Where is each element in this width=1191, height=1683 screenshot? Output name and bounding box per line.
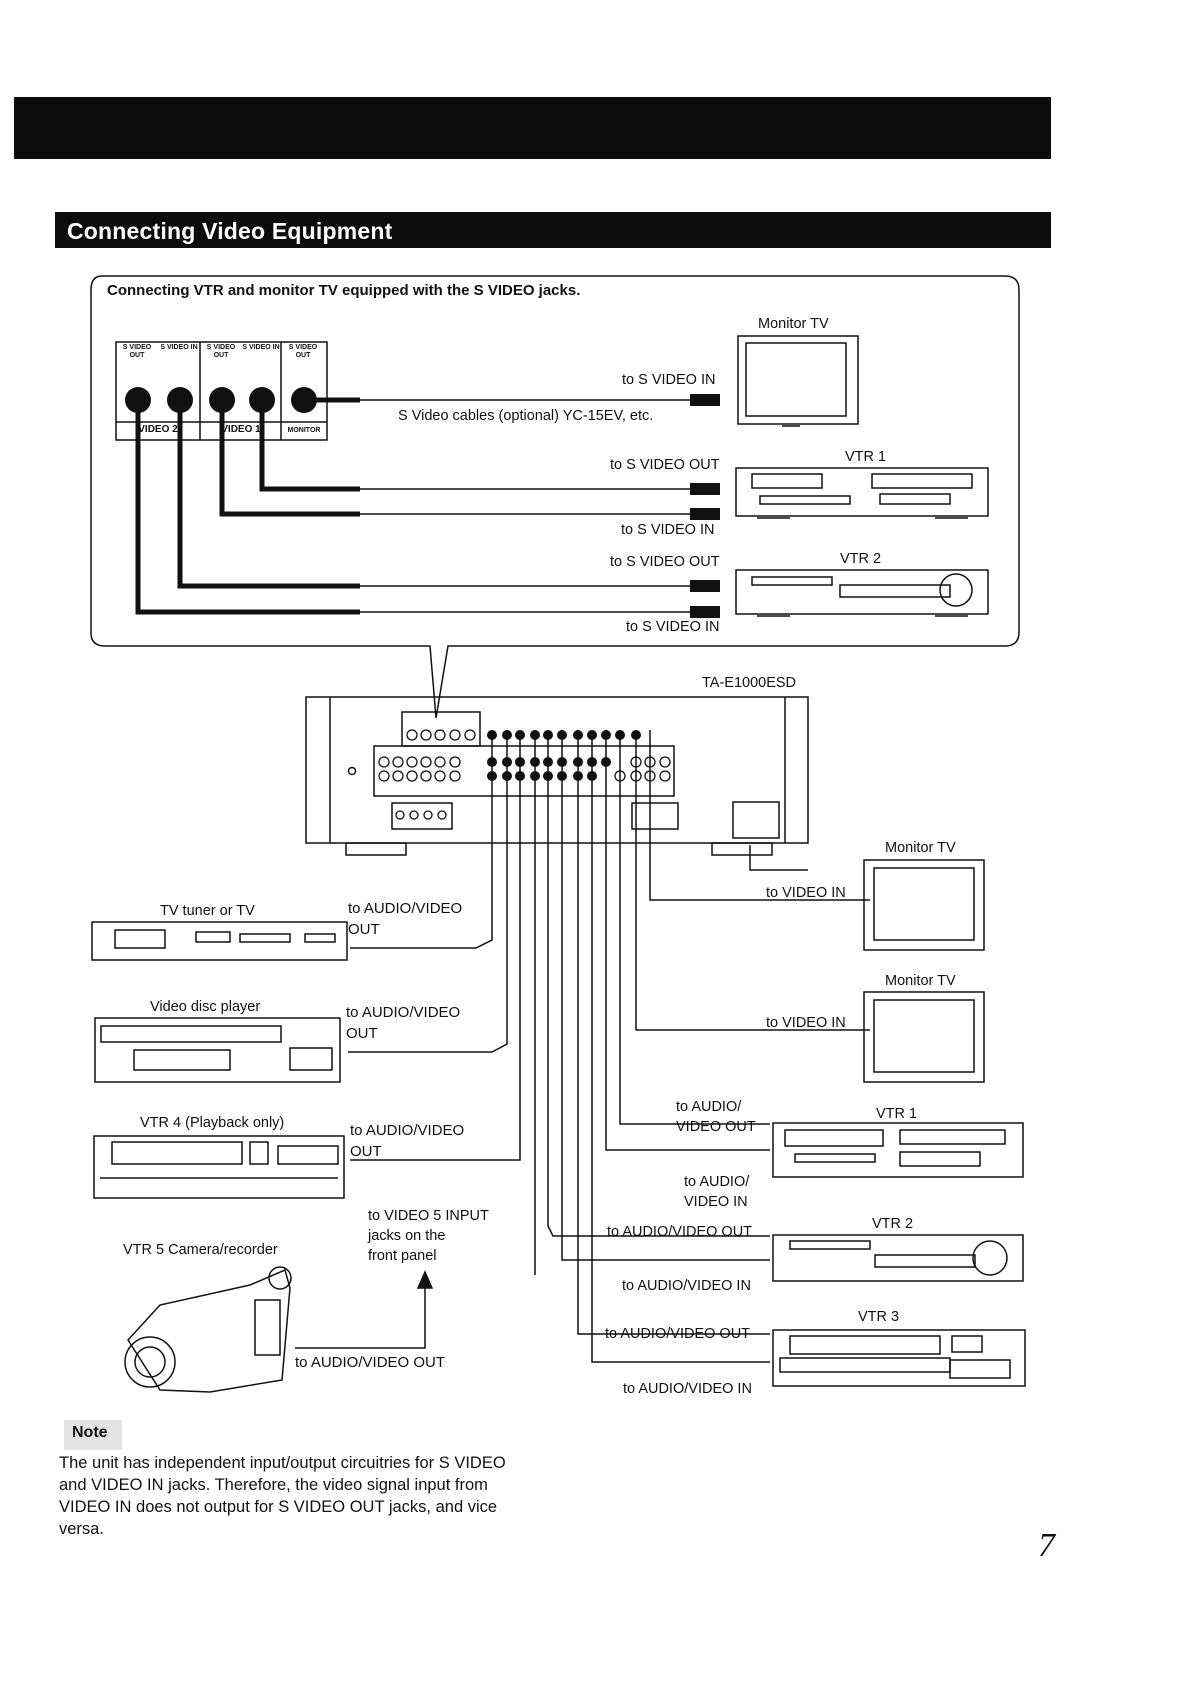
svideo-caption: Connecting VTR and monitor TV equipped w… bbox=[107, 282, 581, 299]
vtr5-label: VTR 5 Camera/recorder bbox=[123, 1242, 278, 1258]
connection-label: to AUDIO/VIDEO OUT bbox=[346, 1004, 461, 1042]
connection-label: to AUDIO/VIDEO OUT bbox=[348, 900, 463, 938]
monitor2-device bbox=[863, 991, 985, 1083]
group-label: VIDEO 2 bbox=[138, 424, 178, 435]
connection-label: to AUDIO/VIDEO OUT bbox=[350, 1122, 465, 1160]
tv-tuner-device bbox=[91, 921, 348, 961]
connection-label: to AUDIO/VIDEO OUT bbox=[295, 1354, 446, 1371]
connection-label: to AUDIO/VIDEO OUT bbox=[607, 1224, 753, 1240]
monitor1-label: Monitor TV bbox=[885, 840, 956, 856]
note-label: Note bbox=[72, 1424, 108, 1441]
vtr2-top bbox=[735, 569, 989, 615]
vtr4-label: VTR 4 (Playback only) bbox=[140, 1115, 285, 1131]
connection-label: to S VIDEO OUT bbox=[610, 457, 720, 473]
page-number: 7 bbox=[1038, 1527, 1055, 1564]
monitor-tv-top bbox=[737, 335, 859, 425]
camcorder-device bbox=[124, 1266, 292, 1393]
chapter-header-bar bbox=[14, 97, 1051, 159]
vtr2-device bbox=[772, 1234, 1024, 1282]
connection-label: to S VIDEO IN bbox=[622, 372, 716, 388]
connection-label: to S VIDEO OUT bbox=[610, 554, 720, 570]
group-label: MONITOR bbox=[287, 427, 321, 434]
connection-label: to VIDEO IN bbox=[766, 1015, 846, 1031]
connection-label: to AUDIO/VIDEO IN bbox=[623, 1381, 752, 1397]
group-label: VIDEO 1 bbox=[221, 424, 261, 435]
vtr2-label: VTR 2 bbox=[840, 551, 882, 567]
receiver-model-label: TA-E1000ESD bbox=[702, 675, 797, 691]
vtr1-top bbox=[735, 467, 989, 517]
svideo-jack bbox=[291, 387, 317, 413]
connection-label: to AUDIO/VIDEO OUT bbox=[605, 1326, 751, 1342]
monitor1-device bbox=[863, 859, 985, 951]
section-title: Connecting Video Equipment bbox=[67, 218, 393, 244]
connection-label: to S VIDEO IN bbox=[626, 619, 720, 635]
note-tag bbox=[64, 1420, 122, 1450]
cables-note: S Video cables (optional) YC-15EV, etc. bbox=[398, 408, 654, 424]
connection-label: to AUDIO/ VIDEO IN bbox=[684, 1174, 750, 1210]
monitor-tv-label: Monitor TV bbox=[758, 316, 829, 332]
svideo-callout-frame bbox=[90, 275, 1020, 719]
note-body: The unit has independent input/output ci… bbox=[59, 1454, 506, 1538]
connection-label: to AUDIO/VIDEO IN bbox=[622, 1278, 751, 1294]
front-panel-label: to VIDEO 5 INPUT jacks on the front pane… bbox=[368, 1208, 489, 1264]
vtr1-device bbox=[772, 1122, 1024, 1178]
vtr2-label: VTR 2 bbox=[872, 1216, 914, 1232]
svideo-jack bbox=[249, 387, 275, 413]
disc-player-device bbox=[94, 1017, 341, 1083]
jack-label: S VIDEO OUT bbox=[122, 344, 152, 359]
jack-label: S VIDEO IN bbox=[242, 344, 280, 351]
jack-label: S VIDEO OUT bbox=[288, 344, 318, 359]
vtr1-label: VTR 1 bbox=[845, 449, 887, 465]
connection-label: to S VIDEO IN bbox=[621, 522, 715, 538]
monitor2-label: Monitor TV bbox=[885, 973, 956, 989]
vtr3-label: VTR 3 bbox=[858, 1309, 900, 1325]
jack-label: S VIDEO IN bbox=[160, 344, 198, 351]
vtr4-device bbox=[93, 1135, 345, 1199]
disc-player-label: Video disc player bbox=[150, 999, 261, 1015]
tv-tuner-label: TV tuner or TV bbox=[160, 903, 255, 919]
vtr3-device bbox=[772, 1329, 1026, 1387]
vtr1-label: VTR 1 bbox=[876, 1106, 918, 1122]
section-header-bar bbox=[55, 212, 1051, 248]
jack-label: S VIDEO OUT bbox=[206, 344, 236, 359]
svideo-jack bbox=[167, 387, 193, 413]
receiver-body bbox=[305, 696, 809, 844]
connection-label: to VIDEO IN bbox=[766, 885, 846, 901]
connection-label: to AUDIO/ VIDEO OUT bbox=[676, 1099, 756, 1135]
svideo-jack bbox=[209, 387, 235, 413]
svideo-jack bbox=[125, 387, 151, 413]
